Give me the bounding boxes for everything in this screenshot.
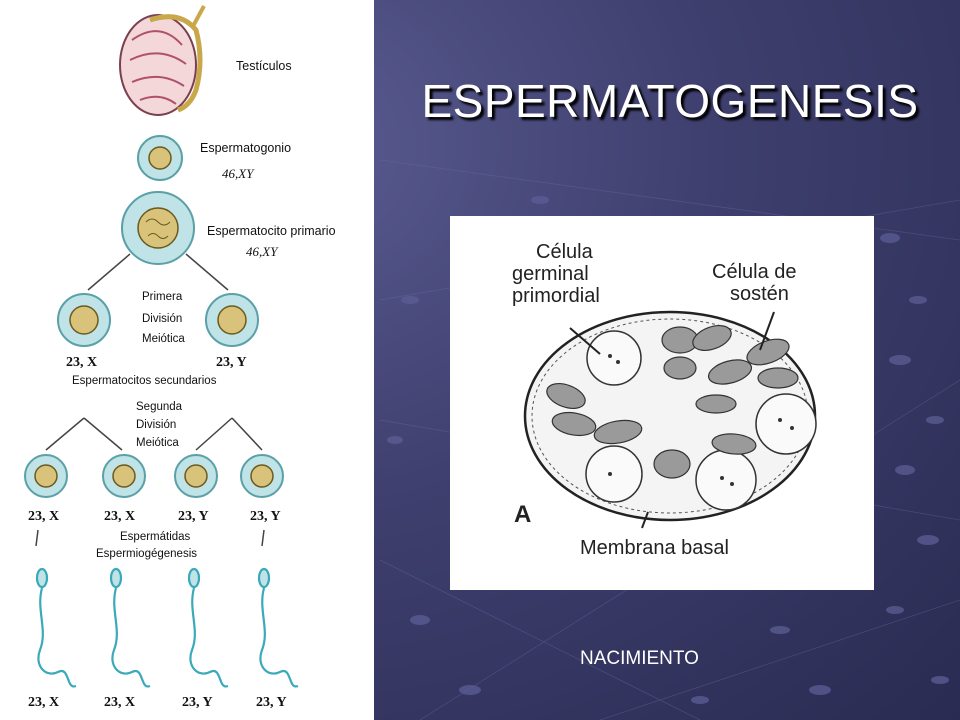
first-division-line-2: División [142, 313, 182, 325]
sperm-karyotype: 23, Y [182, 695, 213, 710]
sertoli-label-line-2: sostén [730, 283, 789, 305]
germinal-label-line-1: Célula [536, 241, 594, 263]
spermatogonium-label: Espermatogonio [200, 141, 291, 155]
spermiogenesis-label: Espermiogégenesis [96, 548, 197, 560]
sperm-karyotype: 23, X [104, 695, 135, 710]
seminiferous-cord-figure: Célula germinal primordial Célula de sos… [450, 216, 874, 590]
spermatogonium-karyotype: 46,XY [222, 166, 255, 181]
spermatid-karyotype: 23, X [28, 509, 59, 524]
sperm-cell [35, 567, 77, 688]
secondary-karyotype-y: 23, Y [216, 355, 247, 370]
spermatids-label: Espermátidas [120, 531, 191, 543]
panel-letter: A [514, 501, 531, 528]
germinal-label-line-2: germinal [512, 263, 589, 285]
basal-membrane-label: Membrana basal [580, 537, 729, 559]
testis-illustration [119, 5, 206, 116]
spermatid-karyotype: 23, X [104, 509, 135, 524]
spermatogenesis-diagram: Testículos Espermatogonio 46,XY Espermat… [0, 0, 374, 720]
slide-title: ESPERMATOGENESIS [421, 75, 919, 127]
sperm-karyotype: 23, X [28, 695, 59, 710]
spermiogenesis-markers [35, 529, 265, 547]
spermatid-cell [240, 454, 284, 498]
primary-spermatocyte-cell [121, 191, 195, 265]
spermatogonium-cell [137, 135, 183, 181]
sertoli-label-line-1: Célula de [712, 261, 797, 283]
spermatid-cell [24, 454, 68, 498]
sperm-karyotype: 23, Y [256, 695, 287, 710]
testes-label: Testículos [236, 59, 292, 73]
second-division-line-1: Segunda [136, 401, 183, 413]
spermatid-karyotype: 23, Y [178, 509, 209, 524]
secondary-karyotype-x: 23, X [66, 355, 97, 370]
secondary-spermatocyte-cell [57, 293, 111, 347]
first-division-line-1: Primera [142, 291, 183, 303]
secondary-spermatocytes-label: Espermatocitos secundarios [72, 375, 217, 387]
first-division-branch [87, 253, 229, 291]
primary-spermatocyte-label: Espermatocito primario [207, 224, 336, 238]
germinal-label-line-3: primordial [512, 285, 600, 307]
caption: NACIMIENTO [580, 648, 699, 669]
first-division-line-3: Meiótica [142, 333, 185, 345]
primary-spermatocyte-karyotype: 46,XY [246, 244, 279, 259]
second-division-line-3: Meiótica [136, 437, 179, 449]
second-division-line-2: División [136, 419, 176, 431]
second-division-branch [45, 417, 263, 451]
spermatid-karyotype: 23, Y [250, 509, 281, 524]
sperm-cell [109, 567, 151, 688]
secondary-spermatocyte-cell [205, 293, 259, 347]
spermatid-cell [102, 454, 146, 498]
cord-cross-section [523, 310, 817, 522]
spermatid-cell [174, 454, 218, 498]
sperm-cells [35, 567, 299, 688]
sperm-cell [187, 567, 229, 688]
sperm-cell [257, 567, 299, 688]
label-pointers [569, 311, 775, 529]
